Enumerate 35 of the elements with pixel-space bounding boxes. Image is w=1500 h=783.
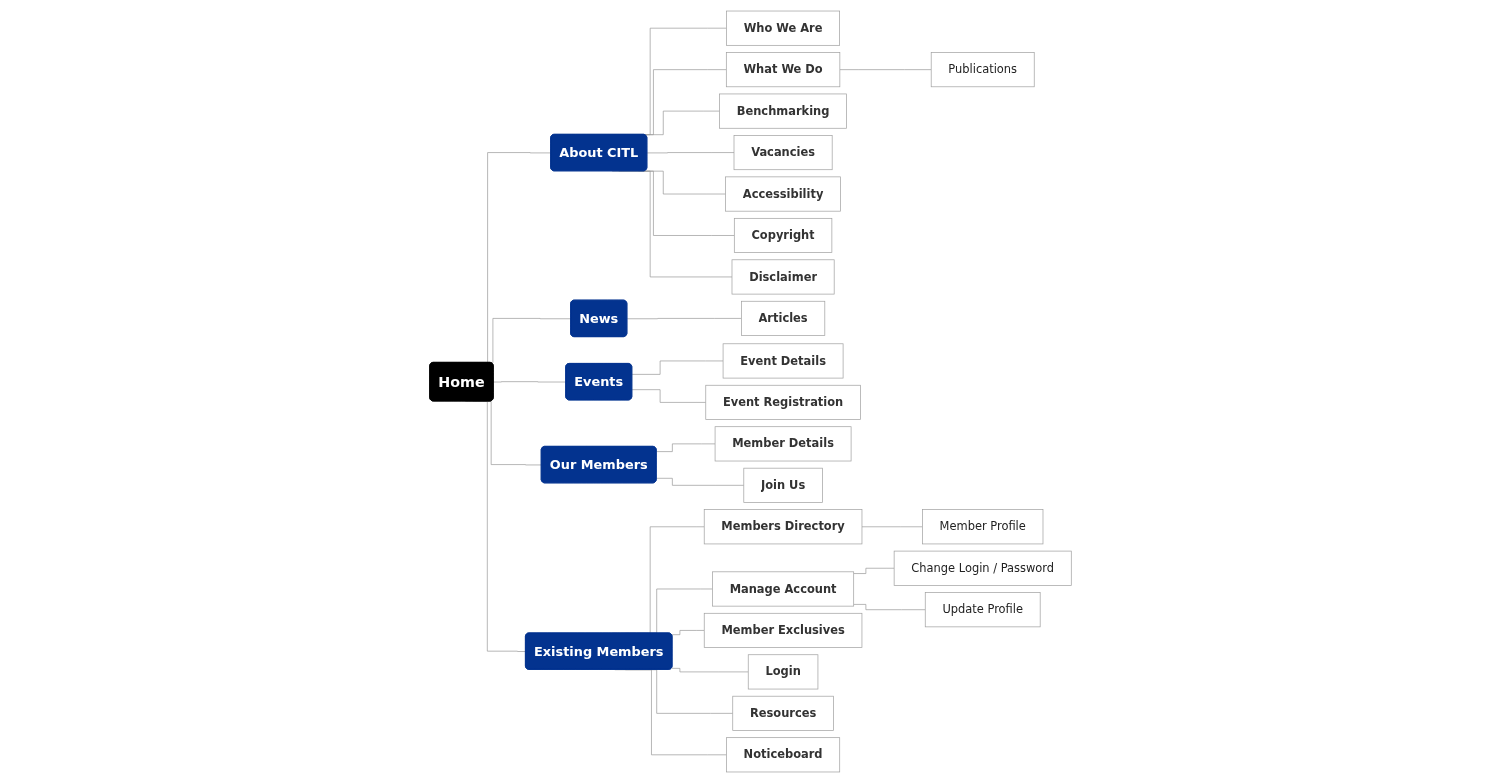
node-box: Articles <box>740 300 825 336</box>
connector <box>655 443 715 452</box>
node-box: Benchmarking <box>718 93 847 129</box>
node-box: Accessibility <box>724 176 841 212</box>
connector <box>626 318 742 320</box>
node-box: Change Login / Password <box>893 550 1072 586</box>
node-box: Vacancies <box>733 135 833 171</box>
node-box: Join Us <box>742 467 823 503</box>
node-box: Disclaimer <box>731 259 835 295</box>
node-box: Publications <box>930 52 1035 88</box>
connector <box>631 389 706 403</box>
node-box: Resources <box>731 695 834 731</box>
connector <box>670 630 705 636</box>
connector <box>631 360 723 375</box>
node-box: Event Registration <box>704 384 861 420</box>
connector <box>861 526 923 528</box>
node-box: Noticeboard <box>725 737 840 773</box>
node-box: Manage Account <box>711 571 854 607</box>
node-box: Member Profile <box>921 509 1043 545</box>
connector <box>839 69 932 70</box>
node-box: What We Do <box>725 52 840 88</box>
node-box: Member Details <box>714 426 851 462</box>
connector <box>852 604 926 611</box>
node-box: Login <box>747 654 818 690</box>
connector <box>492 381 566 383</box>
node-box: Event Details <box>722 343 843 379</box>
node-box: Members Directory <box>703 509 862 545</box>
connector <box>852 567 894 574</box>
connector <box>670 668 749 673</box>
node-box: Member Exclusives <box>703 612 862 648</box>
connector <box>655 477 744 486</box>
node-box: Copyright <box>733 217 832 253</box>
node-box: Who We Are <box>725 10 840 46</box>
connector <box>646 152 734 154</box>
node-box: Update Profile <box>924 592 1041 628</box>
